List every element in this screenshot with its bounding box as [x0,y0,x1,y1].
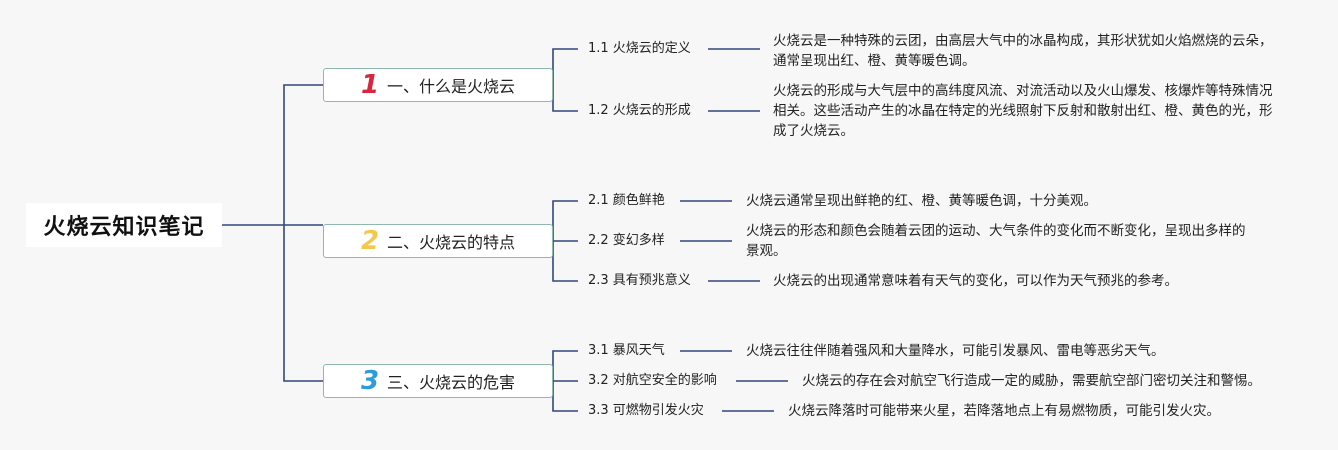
subtopic-2-1[interactable]: 2.1 颜色鲜艳 [588,193,665,208]
root-title: 火烧云知识笔记 [43,215,205,240]
subtopic-2-2[interactable]: 2.2 变幻多样 [588,233,665,248]
description-3-1: 火烧云往往伴随着强风和大量降水，可能引发暴风、雷电等恶劣天气。 [746,343,1165,359]
subtopic-1-2[interactable]: 1.2 火烧云的形成 [588,103,691,118]
description-3-3: 火烧云降落时可能带来火星，若降落地点上有易燃物质，可能引发火灾。 [788,403,1220,419]
description-2-1: 火烧云通常呈现出鲜艳的红、橙、黄等暖色调，十分美观。 [746,193,1097,209]
branch-title: 一、什么是火烧云 [387,77,516,96]
number-1-icon: 1 [360,70,380,100]
branch-node-2[interactable]: 2 二、火烧云的特点 [323,224,553,258]
description-1-1: 火烧云是一种特殊的云团，由高层大气中的冰晶构成，其形状犹如火焰燃烧的云朵，通常呈… [773,33,1273,69]
branch3-connector [552,350,578,412]
branch1-connector [552,48,578,112]
description-2-3: 火烧云的出现通常意味着有天气的变化，可以作为天气预兆的参考。 [773,273,1178,289]
branch-title: 二、火烧云的特点 [387,233,516,252]
branch-node-3[interactable]: 3 三、火烧云的危害 [323,364,553,398]
subtopic-2-3[interactable]: 2.3 具有预兆意义 [588,273,691,288]
description-1-2: 火烧云的形成与大气层中的高纬度风流、对流活动以及火山爆发、核爆炸等特殊情况相关。… [773,83,1273,139]
subtopic-3-2[interactable]: 3.2 对航空安全的影响 [588,373,717,388]
number-3-icon: 3 [360,366,380,396]
branch2-connector [552,200,578,282]
branch-title: 三、火烧云的危害 [387,373,516,392]
description-2-2: 火烧云的形态和颜色会随着云团的运动、大气条件的变化而不断变化，呈现出多样的景观。 [746,223,1246,259]
subtopic-1-1[interactable]: 1.1 火烧云的定义 [588,41,691,56]
number-2-icon: 2 [360,226,380,256]
branch-node-1[interactable]: 1 一、什么是火烧云 [323,68,553,102]
description-3-2: 火烧云的存在会对航空飞行造成一定的威胁，需要航空部门密切关注和警惕。 [802,373,1261,389]
root-node[interactable]: 火烧云知识笔记 [26,203,222,247]
subtopic-3-3[interactable]: 3.3 可燃物引发火灾 [588,403,704,418]
subtopic-3-1[interactable]: 3.1 暴风天气 [588,343,665,358]
root-connector [222,84,323,382]
